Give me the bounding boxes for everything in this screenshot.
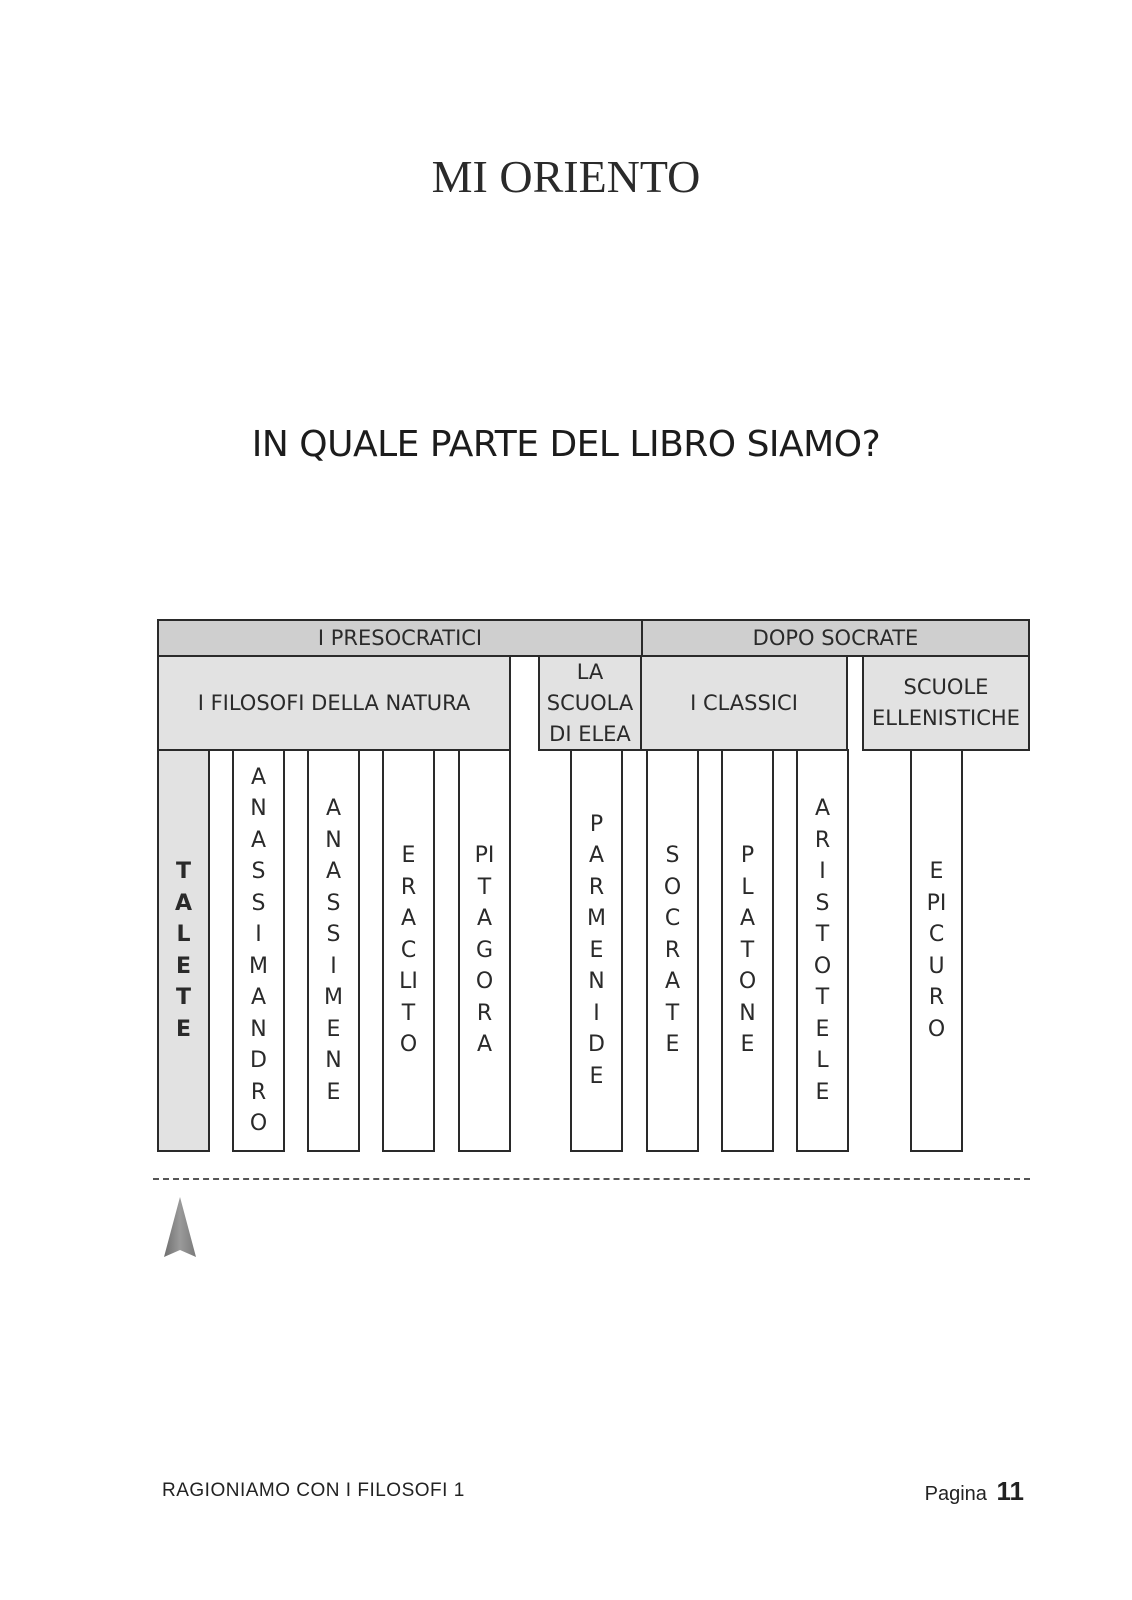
philosopher-parmenide: PARMENIDE bbox=[587, 811, 606, 1089]
group-scuola-elea-label: LA SCUOLA DI ELEA bbox=[546, 659, 634, 746]
header-presocratici: I PRESOCRATICI bbox=[157, 619, 643, 657]
column-talete: TALETE bbox=[157, 749, 210, 1152]
philosopher-anassimandro: ANASSIMANDRO bbox=[249, 764, 268, 1137]
header-dopo-socrate-label: DOPO SOCRATE bbox=[752, 626, 919, 650]
footer-page-num: 11 bbox=[996, 1476, 1025, 1506]
page-question: IN QUALE PARTE DEL LIBRO SIAMO? bbox=[251, 424, 881, 465]
group-classici-label: I CLASSICI bbox=[690, 691, 798, 715]
column-epicuro: EPICURO bbox=[910, 749, 963, 1152]
philosopher-talete: TALETE bbox=[174, 859, 193, 1042]
column-socrate: SOCRATE bbox=[646, 749, 699, 1152]
column-parmenide: PARMENIDE bbox=[570, 749, 623, 1152]
group-classici: I CLASSICI bbox=[640, 655, 848, 751]
header-presocratici-label: I PRESOCRATICI bbox=[317, 626, 483, 650]
column-aristotele: ARISTOTELE bbox=[796, 749, 849, 1152]
philosopher-aristotele: ARISTOTELE bbox=[813, 796, 832, 1105]
column-anassimandro: ANASSIMANDRO bbox=[232, 749, 285, 1152]
philosopher-eraclito: ERACLITO bbox=[399, 843, 418, 1058]
footer-book-title: RAGIONIAMO CON I FILOSOFI 1 bbox=[162, 1480, 465, 1501]
column-platone: PLATONE bbox=[721, 749, 774, 1152]
philosopher-pitagora: PITAGORA bbox=[474, 843, 495, 1058]
group-filosofi-natura-label: I FILOSOFI DELLA NATURA bbox=[197, 691, 471, 715]
page-title: MI ORIENTO bbox=[431, 151, 701, 202]
philosopher-epicuro: EPICURO bbox=[926, 859, 947, 1042]
footer-page-label: Pagina bbox=[924, 1483, 987, 1505]
timeline-dashed-line bbox=[153, 1178, 1030, 1180]
group-scuole-ellenistiche: SCUOLE ELLENISTICHE bbox=[862, 655, 1030, 751]
philosopher-anassimene: ANASSIMENE bbox=[324, 796, 343, 1105]
group-scuole-ellenistiche-label: SCUOLE ELLENISTICHE bbox=[872, 675, 1020, 730]
group-filosofi-natura: I FILOSOFI DELLA NATURA bbox=[157, 655, 511, 751]
header-dopo-socrate: DOPO SOCRATE bbox=[641, 619, 1030, 657]
footer-page-number: Pagina 11 bbox=[925, 1476, 1024, 1507]
column-eraclito: ERACLITO bbox=[382, 749, 435, 1152]
philosopher-socrate: SOCRATE bbox=[663, 843, 682, 1058]
group-scuola-elea: LA SCUOLA DI ELEA bbox=[538, 655, 642, 751]
column-pitagora: PITAGORA bbox=[458, 749, 511, 1152]
arrow-up-icon bbox=[164, 1197, 196, 1257]
column-anassimene: ANASSIMENE bbox=[307, 749, 360, 1152]
philosopher-platone: PLATONE bbox=[738, 843, 757, 1058]
